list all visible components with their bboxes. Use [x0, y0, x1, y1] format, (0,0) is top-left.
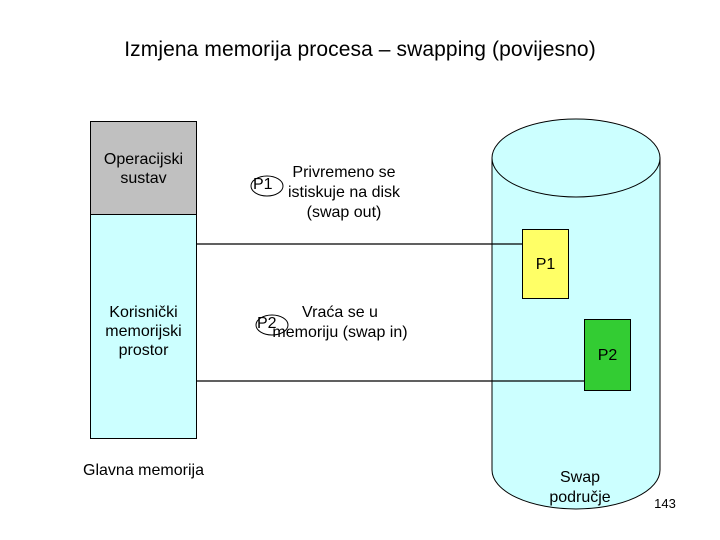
disk-top [491, 118, 661, 198]
swapped-p1-block: P1 [522, 229, 569, 299]
main-memory-caption: Glavna memorija [83, 462, 204, 479]
p1-label-circle [250, 175, 284, 197]
p1-process-label: P1 [253, 176, 273, 193]
user-region-label: Korisnički memorijski prostor [105, 304, 182, 359]
swap-out-arrow [154, 239, 545, 249]
main-memory-os-region: Operacijski sustav [90, 121, 197, 215]
slide-title: Izmjena memorija procesa – swapping (pov… [124, 38, 596, 61]
swap-in-description: Vraća se u memoriju (swap in) [272, 304, 408, 341]
swap-area-caption: Swap područje [549, 469, 611, 506]
p2-label-circle [255, 314, 289, 336]
main-memory-user-region: Korisnički memorijski prostor [90, 214, 197, 439]
swapped-p2-block: P2 [584, 319, 631, 391]
swap-out-description: Privremeno se istiskuje na disk (swap ou… [287, 164, 401, 221]
swap-disk-cylinder [491, 118, 661, 510]
os-region-label: Operacijski sustav [103, 151, 184, 187]
page-number: 143 [654, 496, 676, 511]
p2-process-label: P2 [257, 315, 277, 332]
disk-body [491, 157, 661, 510]
